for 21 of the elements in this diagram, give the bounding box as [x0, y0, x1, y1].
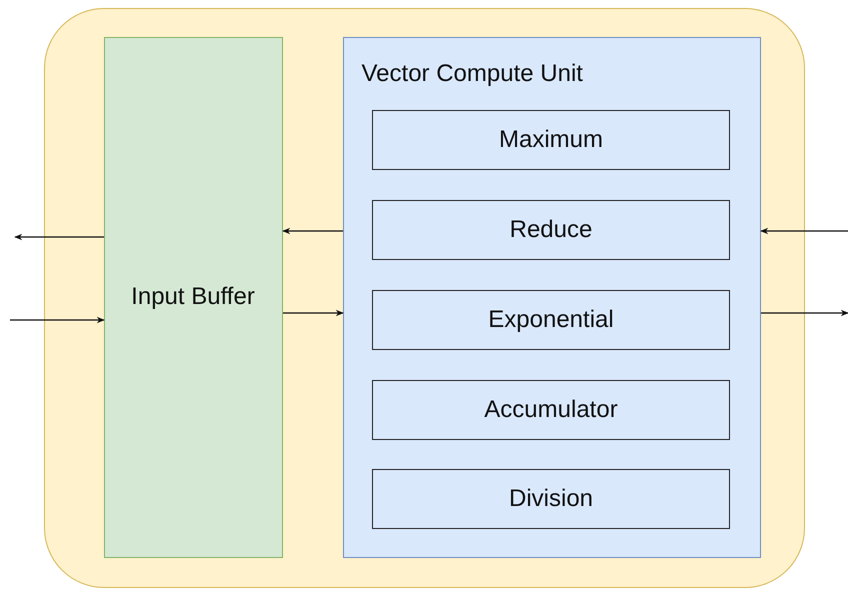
block-label: Accumulator [484, 396, 618, 424]
block-label: Exponential [488, 306, 614, 334]
block-label: Maximum [498, 126, 603, 154]
arrow [760, 228, 848, 234]
buffer-block [104, 36, 282, 558]
arrow [282, 228, 343, 234]
block-label: Input Buffer [131, 283, 255, 311]
function-box [372, 380, 730, 440]
function-box [372, 200, 730, 260]
chip-container [44, 8, 805, 588]
arrow [761, 310, 848, 316]
function-box [372, 110, 730, 170]
unit-block [342, 36, 760, 558]
function-box [372, 290, 730, 350]
arrow [10, 316, 105, 324]
block-label: Division [508, 485, 594, 513]
unit-title: Vector Compute Unit [362, 60, 583, 88]
function-box [372, 469, 730, 529]
arrow [14, 234, 104, 240]
arrow [283, 310, 344, 316]
block-label: Reduce [510, 216, 592, 244]
